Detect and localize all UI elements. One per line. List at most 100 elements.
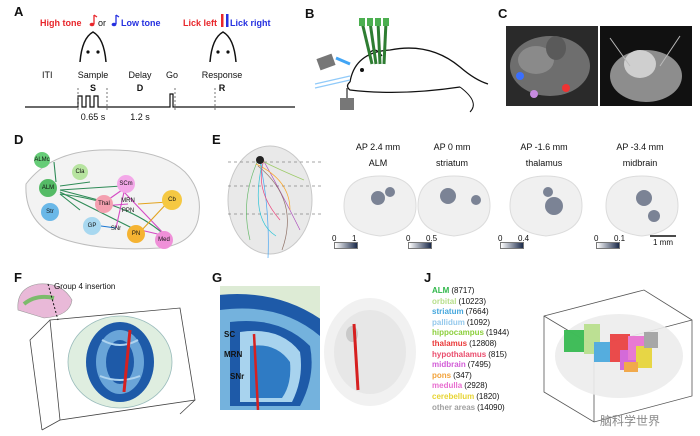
colorbar bbox=[408, 242, 432, 249]
legend-row: orbital(10223) bbox=[432, 297, 532, 308]
delay-duration: 1.2 s bbox=[130, 112, 150, 122]
panel-j-legend: ALM(8717) orbital(10223)striatum(7664)pal… bbox=[432, 286, 532, 413]
legend-row: other areas(14090) bbox=[432, 403, 532, 414]
legend-count: (1820) bbox=[476, 391, 500, 401]
circuit-node-mrn: MRN bbox=[121, 198, 135, 204]
legend-row: midbrain(7495) bbox=[432, 360, 532, 371]
legend-region: ALM bbox=[432, 286, 450, 295]
coronal-density-map bbox=[417, 175, 491, 237]
delay-label: Delay bbox=[128, 70, 152, 80]
legend-region: medulla bbox=[432, 381, 463, 391]
legend-count: (8717) bbox=[451, 286, 475, 295]
legend-row: hippocampus(1944) bbox=[432, 328, 532, 339]
lick-left-label: Lick left bbox=[183, 18, 218, 28]
iti-label: ITI bbox=[42, 70, 53, 80]
sample-abbr: S bbox=[89, 83, 97, 93]
legend-region: hippocampus bbox=[432, 328, 485, 338]
atlas-label-sc: SC bbox=[224, 330, 236, 339]
sample-label: Sample bbox=[77, 70, 109, 80]
legend-count: (347) bbox=[453, 370, 472, 380]
legend-count: (12808) bbox=[469, 338, 497, 348]
colorbar-min: 0 bbox=[498, 234, 503, 243]
delay-abbr: D bbox=[136, 83, 144, 93]
section-region-label: thalamus bbox=[525, 158, 563, 168]
legend-region: pallidum bbox=[432, 317, 465, 327]
panel-g-atlas-section: SC MRN SNr bbox=[220, 286, 320, 410]
circuit-node-scm: SCm bbox=[117, 175, 135, 193]
panel-label-e: E bbox=[212, 132, 221, 147]
lick-ports-icon bbox=[221, 14, 229, 27]
legend-row: striatum(7664) bbox=[432, 307, 532, 318]
high-tone-note-icon bbox=[89, 14, 98, 27]
colorbar-min: 0 bbox=[594, 234, 599, 243]
legend-count: (2928) bbox=[464, 381, 488, 391]
coronal-density-map bbox=[509, 175, 583, 237]
insertion-label: Group 4 insertion bbox=[54, 282, 116, 291]
colorbar-min: 0 bbox=[332, 234, 337, 243]
or-label: or bbox=[98, 18, 107, 28]
legend-row: pons(347) bbox=[432, 371, 532, 382]
atlas-label-mrn: MRN bbox=[224, 350, 243, 359]
atlas-label-snr: SNr bbox=[230, 372, 245, 381]
colorbar bbox=[596, 242, 620, 249]
circuit-node-pn: PN bbox=[127, 225, 145, 243]
scale-bar-line bbox=[650, 235, 676, 237]
section-ap-label: AP -3.4 mm bbox=[616, 142, 664, 152]
lick-right-label: Lick right bbox=[230, 18, 271, 28]
mouse-head-sample-icon bbox=[79, 31, 107, 63]
mouse-photo-left bbox=[506, 26, 598, 106]
sample-duration: 0.65 s bbox=[80, 112, 106, 122]
legend-region: cerebellum bbox=[432, 391, 475, 401]
circuit-node-cb: Cb bbox=[162, 190, 182, 210]
legend-row: pallidum(1092) bbox=[432, 318, 532, 329]
circuit-node-alm: ALM bbox=[39, 179, 57, 197]
section-ap-label: AP 2.4 mm bbox=[355, 142, 401, 152]
low-tone-label: Low tone bbox=[121, 18, 161, 28]
sagittal-section-inset bbox=[17, 283, 73, 321]
scale-bar-label: 1 mm bbox=[653, 238, 673, 247]
legend-row: cerebellum(1820) bbox=[432, 392, 532, 403]
mouse-photo-right bbox=[600, 26, 692, 106]
response-abbr: R bbox=[218, 83, 226, 93]
colorbar-max: 0.5 bbox=[426, 234, 438, 243]
section-ap-label: AP 0 mm bbox=[433, 142, 471, 152]
legend-count: (7495) bbox=[467, 360, 491, 370]
circuit-node-med: Med bbox=[155, 231, 173, 249]
legend-region: thalamus bbox=[432, 338, 468, 348]
panel-g-histology-section bbox=[324, 298, 416, 406]
go-label: Go bbox=[165, 70, 179, 80]
panel-label-f: F bbox=[14, 270, 22, 285]
section-ap-label: AP -1.6 mm bbox=[520, 142, 568, 152]
legend-region: hypothalamus bbox=[432, 349, 487, 359]
colorbar bbox=[500, 242, 524, 249]
circuit-node-snr: SNr bbox=[110, 226, 122, 232]
panel-j-3d-recordings bbox=[543, 289, 693, 423]
coronal-density-map bbox=[343, 175, 417, 237]
legend-row: hypothalamus(815) bbox=[432, 350, 532, 361]
panel-b-mouse-probe-diagram bbox=[314, 18, 489, 113]
panel-e-brain-projection bbox=[220, 140, 324, 264]
colorbar-max: 0.1 bbox=[614, 234, 626, 243]
panel-label-a: A bbox=[14, 4, 24, 19]
high-tone-label: High tone bbox=[40, 18, 82, 28]
circuit-node-cla: Cla bbox=[72, 164, 88, 180]
circuit-node-gp: GP bbox=[83, 217, 101, 235]
coronal-density-map bbox=[605, 175, 679, 237]
circuit-node-thal: Thal bbox=[95, 195, 113, 213]
section-region-label: midbrain bbox=[622, 158, 658, 168]
panel-label-g: G bbox=[212, 270, 223, 285]
colorbar bbox=[334, 242, 358, 249]
legend-count: (7664) bbox=[465, 307, 489, 317]
legend-count: (14090) bbox=[477, 402, 505, 412]
legend-count: (1092) bbox=[466, 317, 491, 327]
legend-count: (10223) bbox=[458, 296, 487, 306]
legend-row: medulla(2928) bbox=[432, 381, 532, 392]
legend-count: (815) bbox=[488, 349, 507, 359]
panel-f-3d-insertion: Group 4 insertion bbox=[17, 280, 205, 431]
response-label: Response bbox=[201, 70, 243, 80]
legend-region: midbrain bbox=[432, 360, 466, 370]
section-region-label: striatum bbox=[435, 158, 469, 168]
colorbar-max: 1 bbox=[352, 234, 357, 243]
watermark: 脑科学世界 bbox=[600, 414, 661, 428]
panel-label-b: B bbox=[305, 6, 315, 21]
